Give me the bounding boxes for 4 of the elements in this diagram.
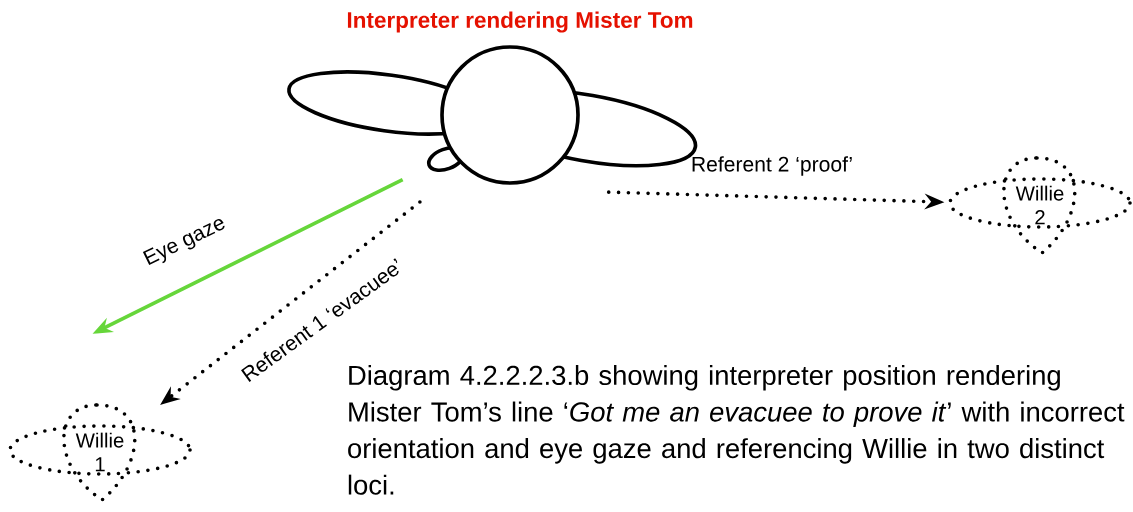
edge-label: Referent 2 ‘proof’ xyxy=(692,156,852,176)
caption: Diagram 4.2.2.2.3.b showing interpreter position rendering Mister Tom’s line ‘Got me an evacuee to prove it’ with incorrect orientation and eye gaze and referencing Willie in two distinct loci. xyxy=(348,364,1125,495)
title: Interpreter rendering Mister Tom xyxy=(347,11,693,33)
edge-label: Eye gaze xyxy=(142,219,225,266)
